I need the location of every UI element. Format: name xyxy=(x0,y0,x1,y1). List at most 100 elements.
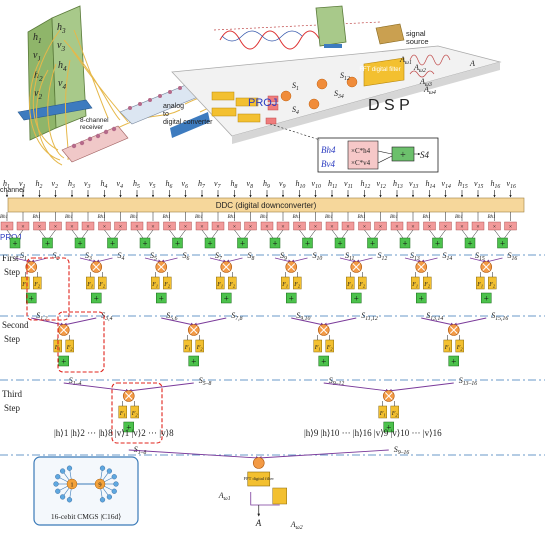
plus-sign: + xyxy=(484,294,489,304)
proj-link xyxy=(146,229,154,239)
s-output: S8 xyxy=(248,251,255,262)
b-coefficient: Bh1 xyxy=(390,215,398,220)
channel-name: h15 xyxy=(458,179,468,190)
channel-name: v1 xyxy=(19,179,26,190)
tree-edge xyxy=(209,257,227,264)
s-output: S13 xyxy=(410,251,420,262)
dsp-stream-label: S4 xyxy=(292,105,299,116)
multiply-sign: × xyxy=(460,225,463,231)
b-coefficient: Bh1 xyxy=(228,215,236,220)
proj-link xyxy=(276,229,284,239)
multiply-sign: × xyxy=(476,225,479,231)
s-output: S2 xyxy=(53,251,60,262)
ddc-label: DDC (digital downconverter) xyxy=(216,201,317,210)
filter-label: F1 xyxy=(184,345,191,352)
filter-label: F1 xyxy=(281,282,288,289)
filter-label: F2 xyxy=(423,282,431,289)
channel-name: h8 xyxy=(231,179,238,190)
inset-s4: S4 xyxy=(420,150,430,160)
filter-label: F2 xyxy=(98,282,106,289)
channel-name: v9 xyxy=(279,179,286,190)
tree-edge xyxy=(421,317,455,327)
proj-link xyxy=(406,229,414,239)
proj-link xyxy=(179,229,186,239)
filter-label: F2 xyxy=(163,282,171,289)
legend-leaf xyxy=(99,497,106,503)
mixer-cross xyxy=(124,392,133,400)
filter-label: F2 xyxy=(456,345,464,352)
proj-link xyxy=(396,229,404,239)
multiply-sign: × xyxy=(249,225,252,231)
channel-name: v3 xyxy=(84,179,91,190)
filter-label: F1 xyxy=(411,282,418,289)
channel-name: v16 xyxy=(507,179,516,190)
merged-output: S5–8 xyxy=(199,376,212,387)
tree-edge xyxy=(225,257,243,264)
s-output: S14 xyxy=(443,251,453,262)
step-label: Step xyxy=(4,403,21,413)
merged-output: S13–16 xyxy=(459,376,478,387)
channel-name: v8 xyxy=(247,179,254,190)
b-coefficient: Bh1 xyxy=(293,215,301,220)
dsp-stream-label: Aω4 xyxy=(423,85,436,96)
plus-sign: + xyxy=(12,239,17,249)
antenna-label: v4 xyxy=(58,78,66,91)
proj-link xyxy=(6,229,14,239)
proj-sum-node xyxy=(464,237,476,249)
multiply-sign: × xyxy=(38,225,41,231)
filter-label: F2 xyxy=(131,411,139,418)
filter-label: F2 xyxy=(66,345,74,352)
merged-output: S5,6 xyxy=(166,311,177,322)
s-output: S3 xyxy=(85,251,92,262)
proj-link xyxy=(341,229,349,239)
dsp-stream-label: Aω3 xyxy=(419,77,432,88)
channel-name: h9 xyxy=(263,179,270,190)
s-output: S9 xyxy=(280,251,287,262)
multiply-sign: × xyxy=(184,225,187,231)
antenna-label: v3 xyxy=(57,40,65,53)
plus-sign: + xyxy=(45,239,50,249)
b-coefficient: Bh1 xyxy=(0,215,8,220)
final-filter-box xyxy=(272,487,287,505)
merged-output: S1–8 xyxy=(134,445,147,456)
filter-label: F2 xyxy=(358,282,366,289)
legend-leaf xyxy=(106,468,113,474)
channel-name: v15 xyxy=(474,179,483,190)
highlight-box xyxy=(26,257,70,321)
tree-edge xyxy=(420,257,438,264)
final-fft-box xyxy=(247,471,271,487)
plus-sign: + xyxy=(435,239,440,249)
mixer-cross xyxy=(319,326,328,334)
merged-output: S9–12 xyxy=(329,376,345,387)
channel-name: v2 xyxy=(52,179,59,190)
inset-ch4: ×C*h4 xyxy=(351,147,371,155)
multiply-sign: × xyxy=(298,225,301,231)
legend-leaf xyxy=(66,465,73,471)
merge-sum-node xyxy=(351,292,362,304)
tree-edge xyxy=(144,257,162,264)
merge-sum-node xyxy=(481,292,492,304)
multiply-sign: × xyxy=(379,225,382,231)
channel-label: channel xyxy=(0,187,25,194)
b-coefficient: Bh1 xyxy=(65,215,73,220)
multiply-sign: × xyxy=(135,225,138,231)
merge-sum-node xyxy=(318,355,329,367)
tree-edge xyxy=(258,449,389,460)
b-coefficient: Bh1 xyxy=(33,215,41,220)
multiply-sign: × xyxy=(363,225,366,231)
multiply-sign: × xyxy=(509,225,512,231)
proj-link xyxy=(244,229,251,239)
mixer-cross xyxy=(417,263,426,271)
channel-name: h7 xyxy=(198,179,206,190)
plus-sign: + xyxy=(61,357,66,367)
channel-name: h5 xyxy=(133,179,140,190)
s-output: S4 xyxy=(118,251,125,262)
tree-edge xyxy=(404,257,422,264)
merge-sum-node xyxy=(188,355,199,367)
proj-sum-node xyxy=(172,237,183,249)
b-coefficient: Bh1 xyxy=(455,215,463,220)
multiply-sign: × xyxy=(151,225,154,231)
b-coefficient: Bh1 xyxy=(358,215,366,220)
inset-bh4: Bh4 xyxy=(321,145,336,155)
